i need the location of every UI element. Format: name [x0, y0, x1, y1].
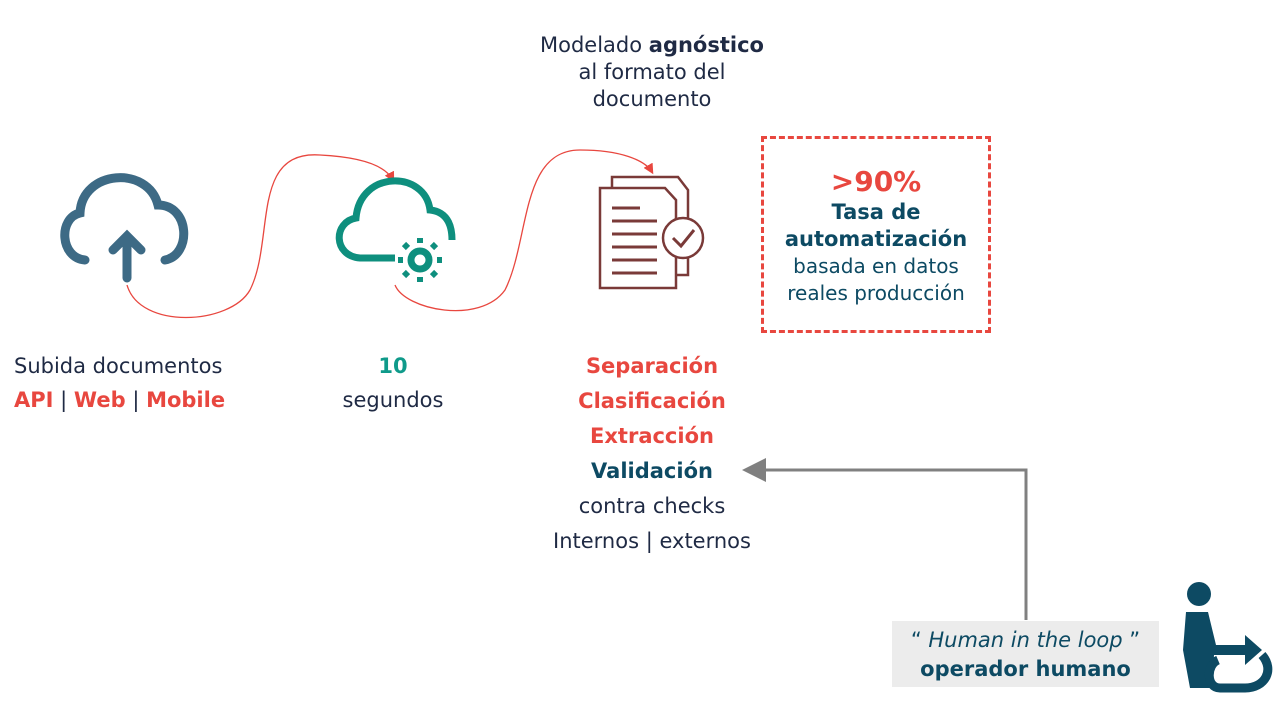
- title-line2: al formato del: [578, 60, 726, 84]
- step1-text: Subida documentos API | Web | Mobile: [14, 349, 225, 417]
- modelado-title: Modelado agnóstico al formato del docume…: [502, 32, 802, 113]
- human-operator-icon: [1183, 582, 1273, 693]
- cloud-upload-icon: [60, 173, 189, 283]
- title-text: Modelado: [540, 33, 649, 57]
- channel-web: Web: [73, 388, 126, 412]
- step2-text: 10 segundos: [313, 349, 473, 417]
- checks-line: contra checks: [578, 494, 726, 518]
- channel-mobile: Mobile: [146, 388, 226, 412]
- step3-text: Separación Clasificación Extracción Vali…: [502, 349, 802, 559]
- item-separacion: Separación: [585, 354, 719, 378]
- human-loop-text: Human in the loop: [921, 628, 1130, 652]
- channel-api: API: [14, 388, 54, 412]
- human-loop-arrow: [742, 458, 1028, 620]
- quote-close: ”: [1129, 628, 1141, 652]
- time-value: 10: [378, 354, 408, 378]
- title-line3: documento: [592, 87, 712, 111]
- quote-open: “: [910, 628, 922, 652]
- connector-2: [394, 149, 654, 312]
- item-clasificacion: Clasificación: [578, 389, 726, 413]
- human-in-loop-box: “ Human in the loop ” operador humano: [892, 621, 1159, 687]
- kpi-desc1: basada en datos: [793, 254, 959, 278]
- separator: |: [60, 388, 68, 412]
- title-bold: agnóstico: [648, 33, 764, 57]
- kpi-desc2: reales producción: [787, 281, 965, 305]
- cloud-gear-icon: [335, 177, 456, 282]
- connector-1: [126, 154, 395, 319]
- checks-types: Internos | externos: [553, 529, 751, 553]
- item-extraccion: Extracción: [590, 424, 714, 448]
- kpi-label1: Tasa de: [831, 200, 921, 224]
- separator: |: [132, 388, 140, 412]
- upload-label: Subida documentos: [14, 354, 223, 378]
- document-check-icon: [598, 175, 705, 290]
- item-validacion: Validación: [591, 459, 713, 483]
- operator-label: operador humano: [920, 657, 1131, 681]
- kpi-box: >90% Tasa de automatización basada en da…: [761, 136, 991, 333]
- kpi-label2: automatización: [784, 227, 968, 251]
- kpi-value: >90%: [830, 165, 922, 198]
- time-unit: segundos: [342, 388, 444, 412]
